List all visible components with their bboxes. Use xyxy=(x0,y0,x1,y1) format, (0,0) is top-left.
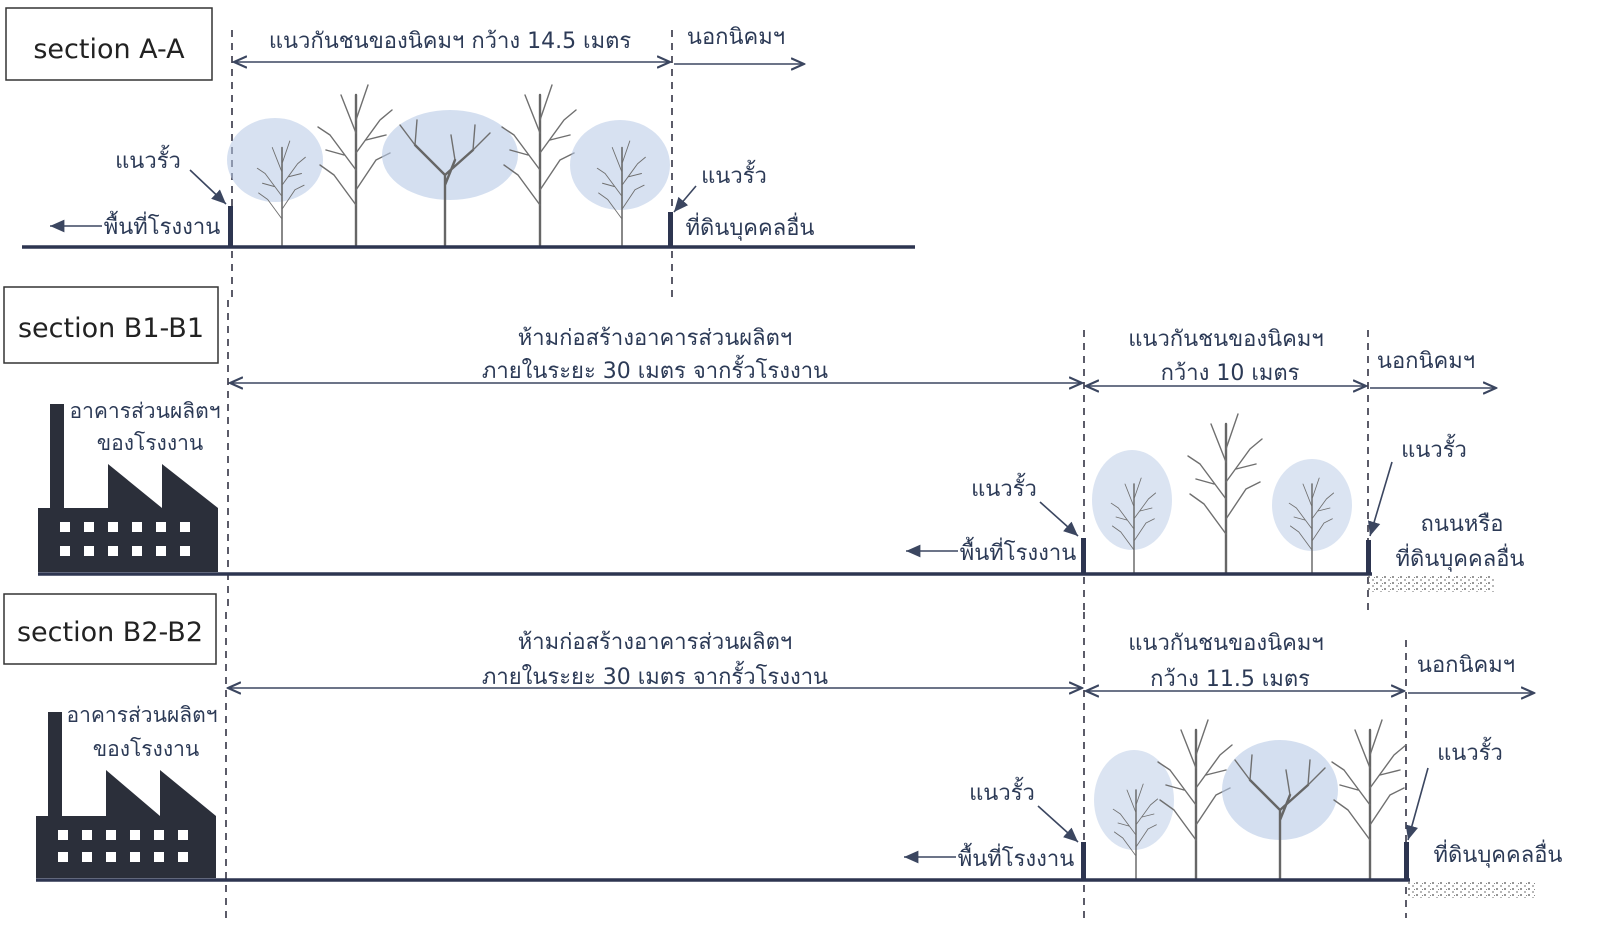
fence-pointer-right xyxy=(1367,461,1393,537)
neighbor-land-label: ที่ดินบุคคลอื่น xyxy=(1434,839,1563,868)
factory-icon xyxy=(38,404,218,572)
tree-icon xyxy=(1092,450,1172,575)
fence-icon xyxy=(1081,842,1086,880)
factory-icon xyxy=(36,712,216,878)
tree-icon xyxy=(1186,412,1264,576)
road-label-1: ถนนหรือ xyxy=(1421,512,1504,537)
section-b2: section B2-B2 ห้ามก่อสร้างอาคารส่วนผลิตฯ… xyxy=(3,593,1563,918)
outside-estate-label: นอกนิคมฯ xyxy=(1377,349,1475,374)
neighbor-land-label: ที่ดินบุคคลอื่น xyxy=(686,212,815,241)
buffer-label-1: แนวกันชนของนิคมฯ xyxy=(1128,327,1324,352)
tree-icon xyxy=(316,83,394,247)
factory-area-label: พื้นที่โรงงาน xyxy=(958,843,1075,872)
factory-area-label: พื้นที่โรงงาน xyxy=(960,537,1077,566)
road-label-2: ที่ดินบุคคลอื่น xyxy=(1396,543,1525,572)
buffer-label-2: กว้าง 10 เมตร xyxy=(1161,361,1300,386)
fence-pointer-right xyxy=(673,185,697,213)
section-b2-title: section B2-B2 xyxy=(17,617,203,648)
outside-estate-label: นอกนิคมฯ xyxy=(1417,653,1515,678)
fence-pointer-left xyxy=(1039,501,1079,537)
tree-icon xyxy=(382,110,518,247)
fence-icon xyxy=(1081,538,1086,574)
tree-icon xyxy=(570,120,670,246)
no-build-label-1: ห้ามก่อสร้างอาคารส่วนผลิตฯ xyxy=(518,326,793,351)
fence-label-right: แนวรั้ว xyxy=(1401,434,1467,463)
no-build-label-2: ภายในระยะ 30 เมตร จากรั้วโรงงาน xyxy=(482,355,828,384)
fence-label-right: แนวรั้ว xyxy=(701,160,767,189)
road-texture xyxy=(1408,882,1536,898)
building-label-1: อาคารส่วนผลิตฯ xyxy=(66,703,217,727)
building-label-1: อาคารส่วนผลิตฯ xyxy=(69,399,220,423)
fence-label-left: แนวรั้ว xyxy=(971,473,1037,502)
fence-label-left: แนวรั้ว xyxy=(115,145,181,174)
section-a-title: section A-A xyxy=(33,34,185,65)
fence-label-right: แนวรั้ว xyxy=(1437,737,1503,766)
building-label-2: ของโรงงาน xyxy=(97,431,203,455)
outside-estate-label: นอกนิคมฯ xyxy=(687,25,785,50)
section-b2-title-box xyxy=(3,593,217,665)
tree-icon xyxy=(1272,459,1352,575)
fence-icon xyxy=(1366,540,1371,574)
building-label-2: ของโรงงาน xyxy=(93,737,199,761)
factory-area-label: พื้นที่โรงงาน xyxy=(104,211,221,240)
tree-icon xyxy=(1330,718,1408,882)
road-texture xyxy=(1368,576,1494,592)
tree-icon xyxy=(1222,740,1338,882)
buffer-label-1: แนวกันชนของนิคมฯ xyxy=(1128,631,1324,656)
no-build-label-1: ห้ามก่อสร้างอาคารส่วนผลิตฯ xyxy=(518,630,793,655)
tree-icon xyxy=(1094,750,1174,881)
fence-icon xyxy=(668,212,673,246)
section-a: section A-A แนวกันชนของนิคมฯ กว้าง 14.5 … xyxy=(5,7,915,300)
tree-icon xyxy=(227,118,323,246)
no-build-label-2: ภายในระยะ 30 เมตร จากรั้วโรงงาน xyxy=(482,661,828,690)
fence-pointer-left xyxy=(189,169,227,205)
fence-pointer-left xyxy=(1037,805,1079,843)
fence-pointer-right xyxy=(1405,767,1429,841)
section-b1-title: section B1-B1 xyxy=(18,313,204,344)
section-a-title-box xyxy=(5,7,213,81)
buffer-width-label: แนวกันชนของนิคมฯ กว้าง 14.5 เมตร xyxy=(269,29,632,54)
section-b1: section B1-B1 ห้ามก่อสร้างอาคารส่วนผลิตฯ… xyxy=(3,286,1525,612)
buffer-label-2: กว้าง 11.5 เมตร xyxy=(1150,667,1310,692)
fence-label-left: แนวรั้ว xyxy=(969,777,1035,806)
fence-icon xyxy=(228,206,233,246)
section-b1-title-box xyxy=(3,286,219,364)
fence-icon xyxy=(1404,842,1409,880)
